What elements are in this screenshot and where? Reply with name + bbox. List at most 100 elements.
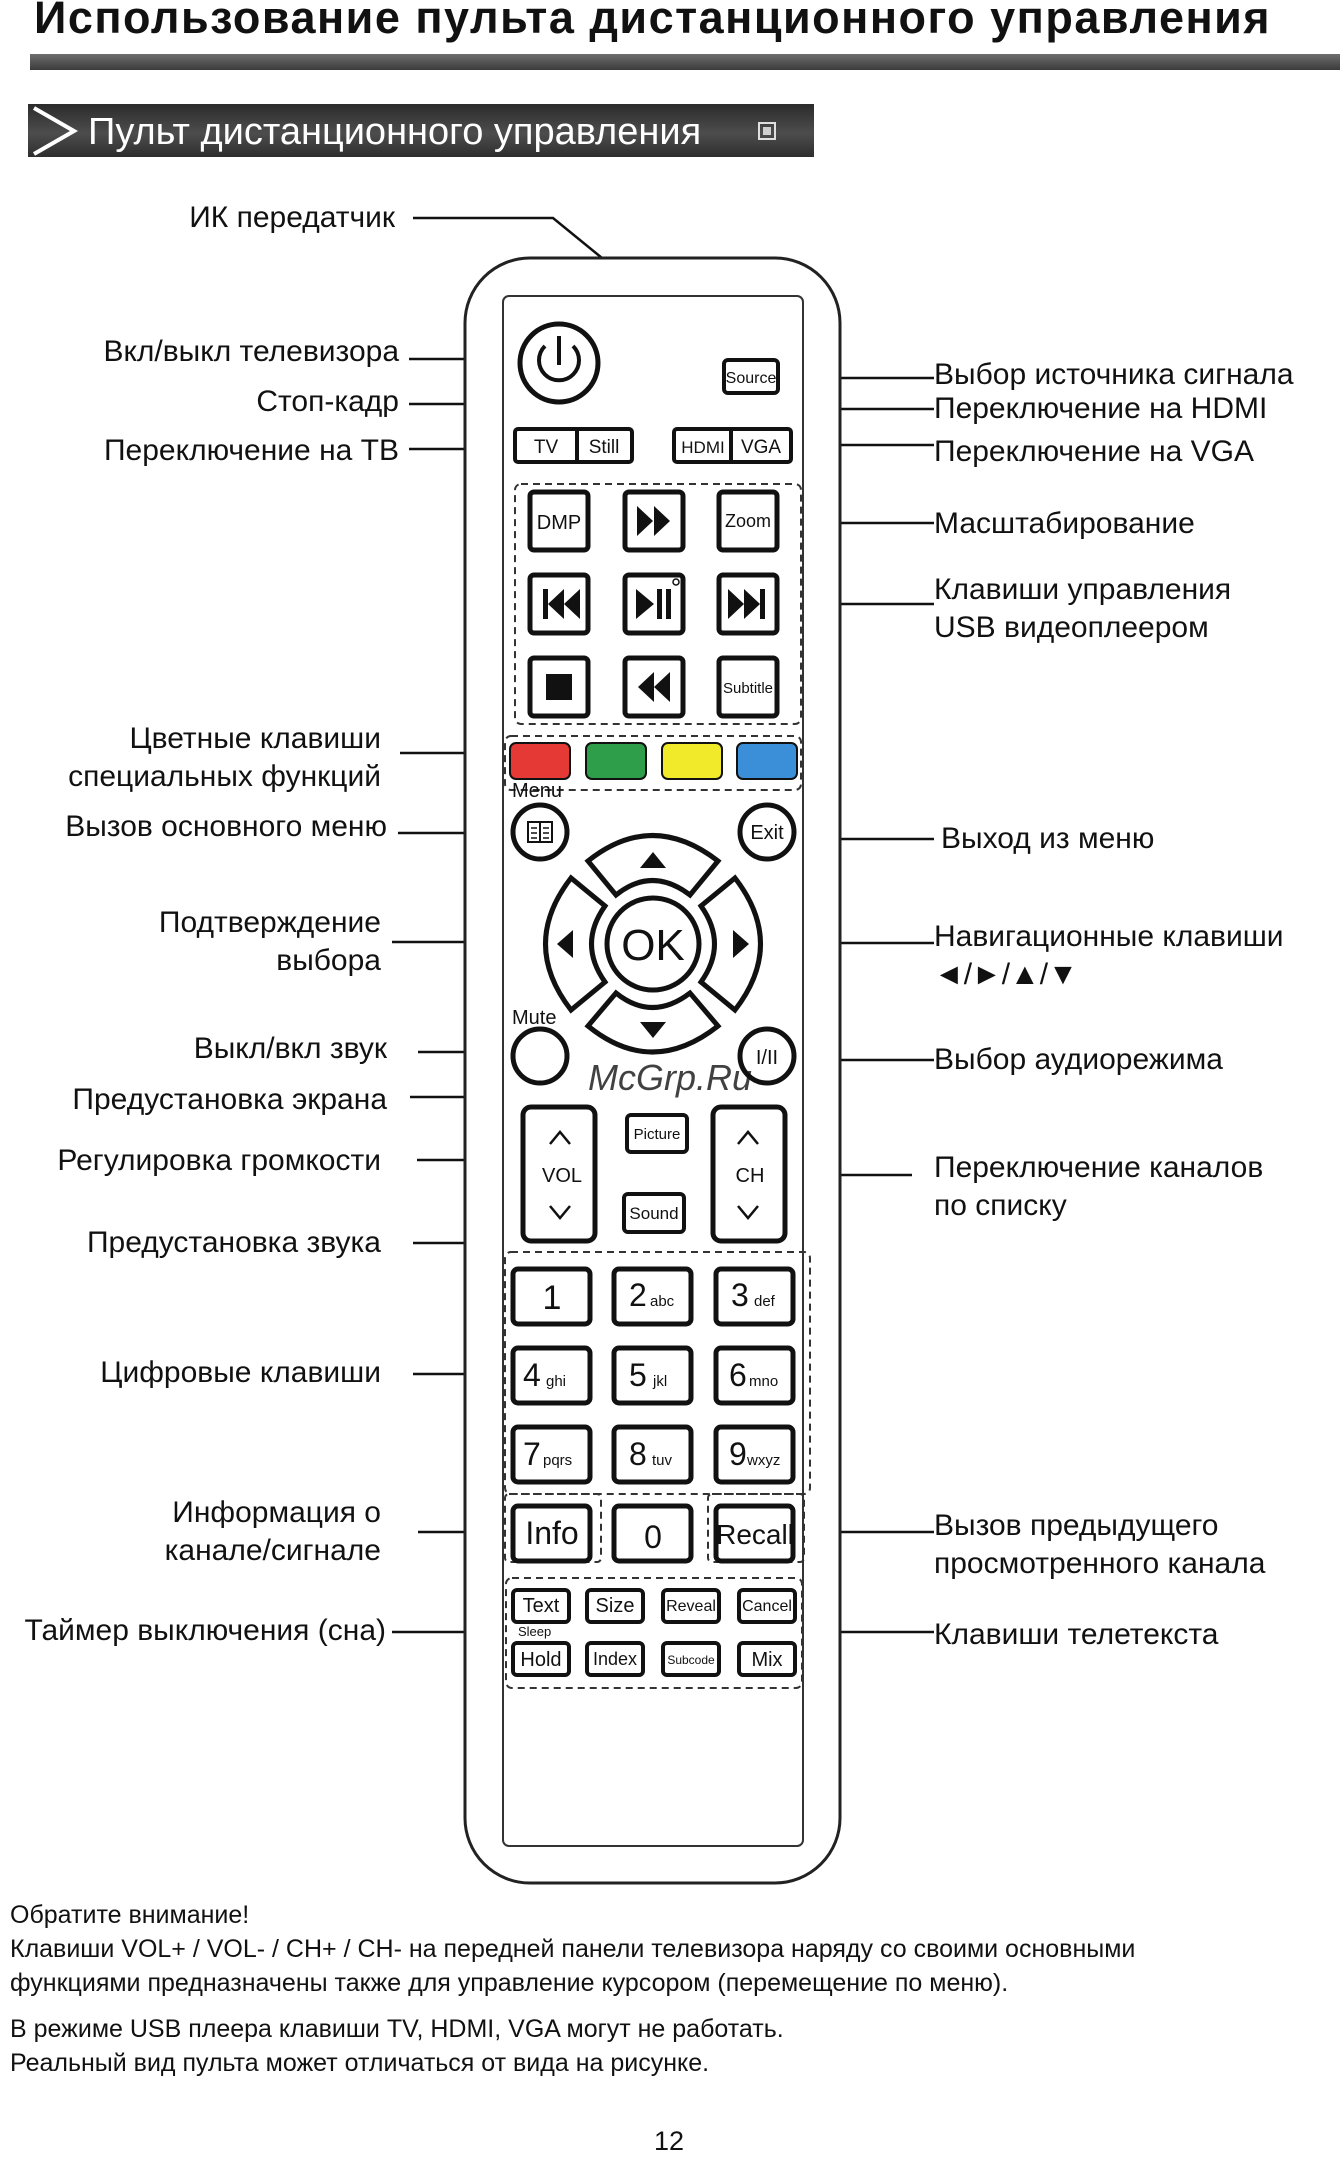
fast-forward-icon — [637, 506, 653, 536]
menu-button[interactable] — [510, 802, 570, 862]
label-teletext: Клавиши телетекста — [934, 1618, 1219, 1651]
note-heading: Обратите внимание! — [10, 1901, 250, 1929]
stop-icon — [546, 674, 572, 700]
vga-button: VGA — [741, 437, 781, 458]
svg-text:def: def — [754, 1293, 776, 1310]
svg-text:Hold: Hold — [520, 1649, 561, 1671]
svg-text:Menu: Menu — [512, 780, 562, 802]
hdmi-vga-buttons[interactable]: HDMI VGA — [672, 427, 793, 464]
svg-text:8: 8 — [629, 1436, 647, 1472]
volume-rocker[interactable]: VOL — [520, 1104, 598, 1244]
svg-text:I/II: I/II — [756, 1047, 778, 1069]
mute-button[interactable] — [510, 1026, 570, 1086]
label-sleep-timer: Таймер выключения (сна) — [24, 1614, 386, 1647]
nav-left-button[interactable] — [543, 874, 609, 1014]
subtitle-button[interactable] — [716, 655, 780, 719]
label-channels: Переключение каналов — [934, 1151, 1264, 1184]
label-channels-2: по списку — [934, 1189, 1067, 1222]
green-key[interactable] — [585, 742, 647, 780]
digit-key[interactable] — [611, 1345, 694, 1406]
label-confirm: Подтверждение — [158, 906, 381, 939]
subcode-button[interactable] — [661, 1641, 721, 1677]
zoom-button[interactable] — [716, 489, 780, 553]
svg-text:OK: OK — [621, 921, 685, 970]
channel-rocker[interactable]: CH — [710, 1104, 788, 1244]
svg-text:tuv: tuv — [652, 1452, 673, 1469]
exit-button[interactable]: Exit — [737, 802, 797, 862]
digit-key[interactable] — [611, 1503, 694, 1564]
digit-key[interactable] — [713, 1424, 796, 1485]
info-button[interactable] — [510, 1503, 593, 1564]
svg-text:jkl: jkl — [652, 1373, 667, 1390]
digit-key[interactable] — [510, 1266, 593, 1327]
tv-button: TV — [534, 437, 559, 458]
next-icon — [728, 589, 744, 619]
play-pause-icon — [636, 589, 654, 619]
blue-key[interactable] — [736, 742, 798, 780]
label-color-keys-2: специальных функций — [68, 760, 381, 793]
svg-text:Mix: Mix — [751, 1649, 782, 1671]
label-freeze: Стоп-кадр — [256, 385, 399, 418]
digit-key[interactable] — [510, 1424, 593, 1485]
power-button[interactable] — [517, 321, 601, 405]
label-navigation: Навигационные клавиши — [934, 920, 1284, 953]
picture-button[interactable]: Picture — [625, 1113, 689, 1154]
svg-text:5: 5 — [629, 1357, 647, 1393]
ok-button[interactable] — [604, 895, 702, 993]
svg-text:ghi: ghi — [546, 1373, 566, 1390]
label-ir-transmitter: ИК передатчик — [189, 201, 395, 234]
svg-text:Subtitle: Subtitle — [723, 680, 773, 697]
label-exit-menu: Выход из меню — [941, 822, 1155, 855]
label-color-keys: Цветные клавиши — [129, 722, 381, 755]
svg-text:Cancel: Cancel — [742, 1598, 792, 1615]
svg-text:VOL: VOL — [542, 1165, 582, 1187]
arrow-left-icon — [557, 930, 573, 958]
svg-text:2: 2 — [629, 1277, 647, 1313]
previous-icon — [543, 589, 548, 619]
size-button[interactable] — [585, 1588, 645, 1624]
watermark: McGrp.Ru — [588, 1057, 752, 1098]
hdmi-button: HDMI — [681, 438, 724, 457]
label-recall: Вызов предыдущего — [934, 1509, 1219, 1542]
digit-key[interactable] — [713, 1266, 796, 1327]
label-confirm-2: выбора — [276, 944, 381, 977]
hold-button[interactable] — [511, 1641, 571, 1677]
svg-text:mno: mno — [749, 1373, 778, 1390]
title-rule — [30, 54, 1340, 70]
label-main-menu: Вызов основного меню — [65, 810, 387, 843]
text-button[interactable] — [511, 1588, 571, 1624]
tv-still-buttons[interactable]: TV Still — [513, 427, 634, 464]
svg-text:Sound: Sound — [629, 1204, 678, 1223]
index-button[interactable] — [585, 1641, 645, 1677]
arrow-right-icon — [733, 930, 749, 958]
svg-text:Exit: Exit — [750, 822, 784, 844]
page-number: 12 — [654, 2126, 685, 2156]
note-line: функциями предназначены также для управл… — [10, 1969, 1009, 1997]
digit-key[interactable] — [713, 1345, 796, 1406]
page-title: Использование пульта дистанционного упра… — [34, 0, 1272, 43]
sound-button[interactable]: Sound — [622, 1192, 686, 1234]
digit-key[interactable] — [611, 1424, 694, 1485]
audio-mode-button[interactable]: I/II — [737, 1026, 797, 1086]
rewind-icon — [654, 672, 670, 702]
digit-key[interactable] — [611, 1266, 694, 1327]
label-info-2: канале/сигнале — [164, 1534, 381, 1567]
digit-key[interactable] — [510, 1345, 593, 1406]
cancel-button[interactable] — [737, 1588, 797, 1624]
svg-text:0: 0 — [644, 1519, 662, 1555]
dmp-button[interactable] — [527, 489, 591, 553]
red-key[interactable] — [509, 742, 571, 780]
recall-button[interactable] — [713, 1503, 796, 1564]
nav-right-button[interactable] — [697, 874, 763, 1014]
label-mute: Выкл/вкл звук — [193, 1032, 387, 1065]
note-line: В режиме USB плеера клавиши TV, HDMI, VG… — [10, 2015, 784, 2043]
note-line: Реальный вид пульта может отличаться от … — [10, 2049, 710, 2077]
yellow-key[interactable] — [661, 742, 723, 780]
svg-text:pqrs: pqrs — [543, 1452, 572, 1469]
svg-text:abc: abc — [650, 1293, 675, 1310]
reveal-button[interactable] — [661, 1588, 721, 1624]
label-zoom: Масштабирование — [934, 507, 1195, 540]
source-button[interactable]: Source — [722, 358, 780, 395]
svg-text:DMP: DMP — [537, 512, 581, 534]
mix-button[interactable] — [737, 1641, 797, 1677]
